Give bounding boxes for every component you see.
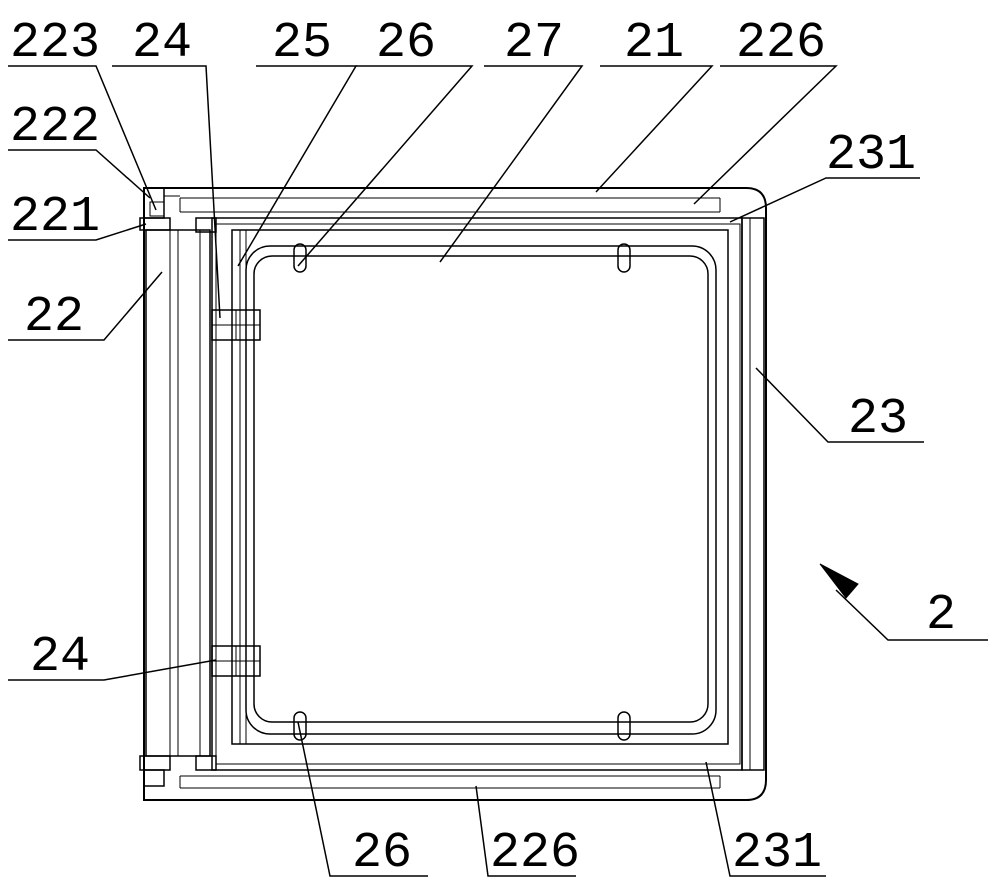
glazing-seal bbox=[245, 245, 717, 735]
label-27: 27 bbox=[504, 15, 564, 72]
label-231-top: 231 bbox=[826, 127, 916, 184]
label-222: 222 bbox=[10, 99, 100, 156]
part-labels: 223 24 25 26 27 21 226 222 231 221 22 23… bbox=[10, 15, 956, 882]
outer-frame bbox=[143, 187, 767, 801]
label-26-top: 26 bbox=[376, 15, 436, 72]
label-25: 25 bbox=[272, 15, 332, 72]
label-24-bottom: 24 bbox=[30, 629, 90, 686]
left-hinge-assembly bbox=[139, 187, 217, 787]
label-23: 23 bbox=[848, 391, 908, 448]
seal-clips bbox=[293, 243, 631, 741]
label-22: 22 bbox=[24, 289, 84, 346]
label-221: 221 bbox=[10, 189, 100, 246]
label-226-bottom: 226 bbox=[490, 825, 580, 882]
leader-lines bbox=[8, 65, 988, 877]
right-jamb bbox=[741, 217, 765, 771]
label-231-bottom: 231 bbox=[732, 825, 822, 882]
label-226-top: 226 bbox=[736, 15, 826, 72]
label-26-bottom: 26 bbox=[352, 825, 412, 882]
label-21: 21 bbox=[624, 15, 684, 72]
hinge-blocks bbox=[211, 309, 261, 677]
label-24-top: 24 bbox=[132, 15, 192, 72]
label-2: 2 bbox=[926, 587, 956, 644]
label-223: 223 bbox=[10, 15, 100, 72]
inner-sash-frame bbox=[211, 217, 743, 771]
